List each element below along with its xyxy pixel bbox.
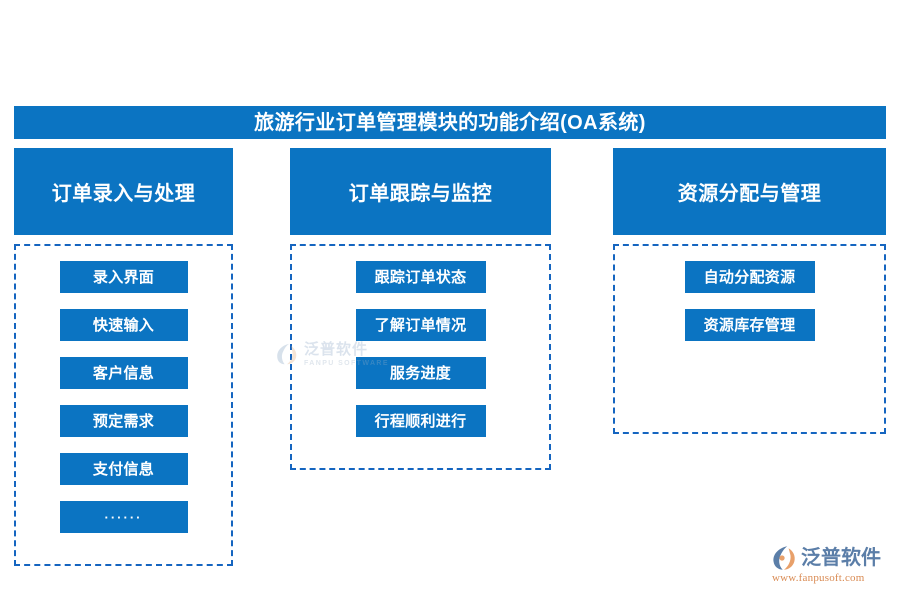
brand-logo-url: www.fanpusoft.com <box>772 572 865 584</box>
item-label: 跟踪订单状态 <box>374 268 467 286</box>
item-label: 行程顺利进行 <box>374 412 467 430</box>
item-pill[interactable]: 预定需求 <box>59 405 188 437</box>
item-label: 客户信息 <box>92 364 155 382</box>
item-label: ······ <box>104 509 143 525</box>
column-title-2: 订单跟踪与监控 <box>348 183 493 205</box>
column-order-tracking: 订单跟踪与监控 跟踪订单状态 了解订单情况 服务进度 行程顺利进行 <box>290 148 551 470</box>
column-title-3: 资源分配与管理 <box>677 183 822 205</box>
item-label: 服务进度 <box>389 364 452 382</box>
item-pill[interactable]: 快速输入 <box>59 309 188 341</box>
page-title-bar: 旅游行业订单管理模块的功能介绍(OA系统) <box>14 106 886 139</box>
column-title-1: 订单录入与处理 <box>51 183 196 205</box>
page-title: 旅游行业订单管理模块的功能介绍(OA系统) <box>254 111 646 134</box>
item-label: 预定需求 <box>92 412 155 430</box>
brand-logo-company: 泛普软件 <box>801 547 881 569</box>
item-pill[interactable]: 跟踪订单状态 <box>355 261 486 293</box>
item-label: 了解订单情况 <box>374 316 467 334</box>
column-header-3: 资源分配与管理 <box>613 148 886 235</box>
column-resource-allocation: 资源分配与管理 自动分配资源 资源库存管理 <box>613 148 886 434</box>
item-label: 支付信息 <box>92 460 155 478</box>
column-order-entry: 订单录入与处理 录入界面 快速输入 客户信息 预定需求 支付信息 ······ <box>14 148 233 566</box>
brand-logo-row: 泛普软件 <box>771 545 889 571</box>
column-header-2: 订单跟踪与监控 <box>290 148 551 235</box>
column-header-1: 订单录入与处理 <box>14 148 233 235</box>
item-pill[interactable]: 自动分配资源 <box>684 261 815 293</box>
item-pill[interactable]: 服务进度 <box>355 357 486 389</box>
fanpu-logo-icon <box>773 546 795 570</box>
item-pill[interactable]: 支付信息 <box>59 453 188 485</box>
item-label: 自动分配资源 <box>703 268 796 286</box>
brand-logo: 泛普软件 www.fanpusoft.com <box>771 545 889 589</box>
item-label: 录入界面 <box>92 268 155 286</box>
item-label: 资源库存管理 <box>703 316 796 334</box>
item-pill[interactable]: 了解订单情况 <box>355 309 486 341</box>
item-pill[interactable]: 资源库存管理 <box>684 309 815 341</box>
item-label: 快速输入 <box>92 316 155 334</box>
column-items-container-1: 录入界面 快速输入 客户信息 预定需求 支付信息 ······ <box>14 244 233 566</box>
column-items-container-2: 跟踪订单状态 了解订单情况 服务进度 行程顺利进行 <box>290 244 551 470</box>
item-pill[interactable]: 客户信息 <box>59 357 188 389</box>
item-pill-more[interactable]: ······ <box>59 501 188 533</box>
item-pill[interactable]: 录入界面 <box>59 261 188 293</box>
column-items-container-3: 自动分配资源 资源库存管理 <box>613 244 886 434</box>
item-pill[interactable]: 行程顺利进行 <box>355 405 486 437</box>
